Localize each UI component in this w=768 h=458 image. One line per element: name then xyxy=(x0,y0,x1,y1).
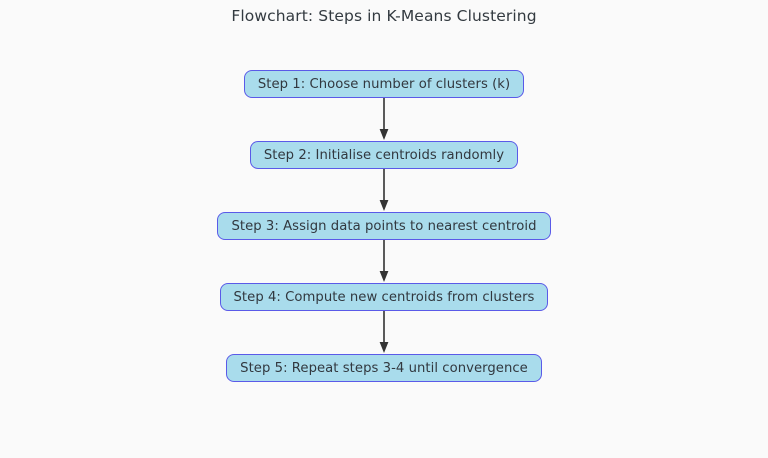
flowchart-arrow-step1-step2 xyxy=(374,98,394,141)
page-title: Flowchart: Steps in K-Means Clustering xyxy=(231,7,537,25)
flowchart-node-step1[interactable]: Step 1: Choose number of clusters (k) xyxy=(243,70,525,98)
flowchart-arrow-step4-step5 xyxy=(374,311,394,354)
flowchart-node-row: Step 2: Initialise centroids randomly xyxy=(0,141,768,169)
flowchart-node-row: Step 4: Compute new centroids from clust… xyxy=(0,283,768,311)
flowchart-container: Step 1: Choose number of clusters (k) St… xyxy=(0,70,768,382)
flowchart-arrow-step3-step4 xyxy=(374,240,394,283)
flowchart-node-row: Step 1: Choose number of clusters (k) xyxy=(0,70,768,98)
flowchart-node-row: Step 3: Assign data points to nearest ce… xyxy=(0,212,768,240)
flowchart-node-step5[interactable]: Step 5: Repeat steps 3-4 until convergen… xyxy=(226,354,542,382)
flowchart-node-step3[interactable]: Step 3: Assign data points to nearest ce… xyxy=(217,212,551,240)
flowchart-node-step4[interactable]: Step 4: Compute new centroids from clust… xyxy=(219,283,549,311)
flowchart-node-row: Step 5: Repeat steps 3-4 until convergen… xyxy=(0,354,768,382)
flowchart-node-step2[interactable]: Step 2: Initialise centroids randomly xyxy=(249,141,519,169)
flowchart-arrow-step2-step3 xyxy=(374,169,394,212)
